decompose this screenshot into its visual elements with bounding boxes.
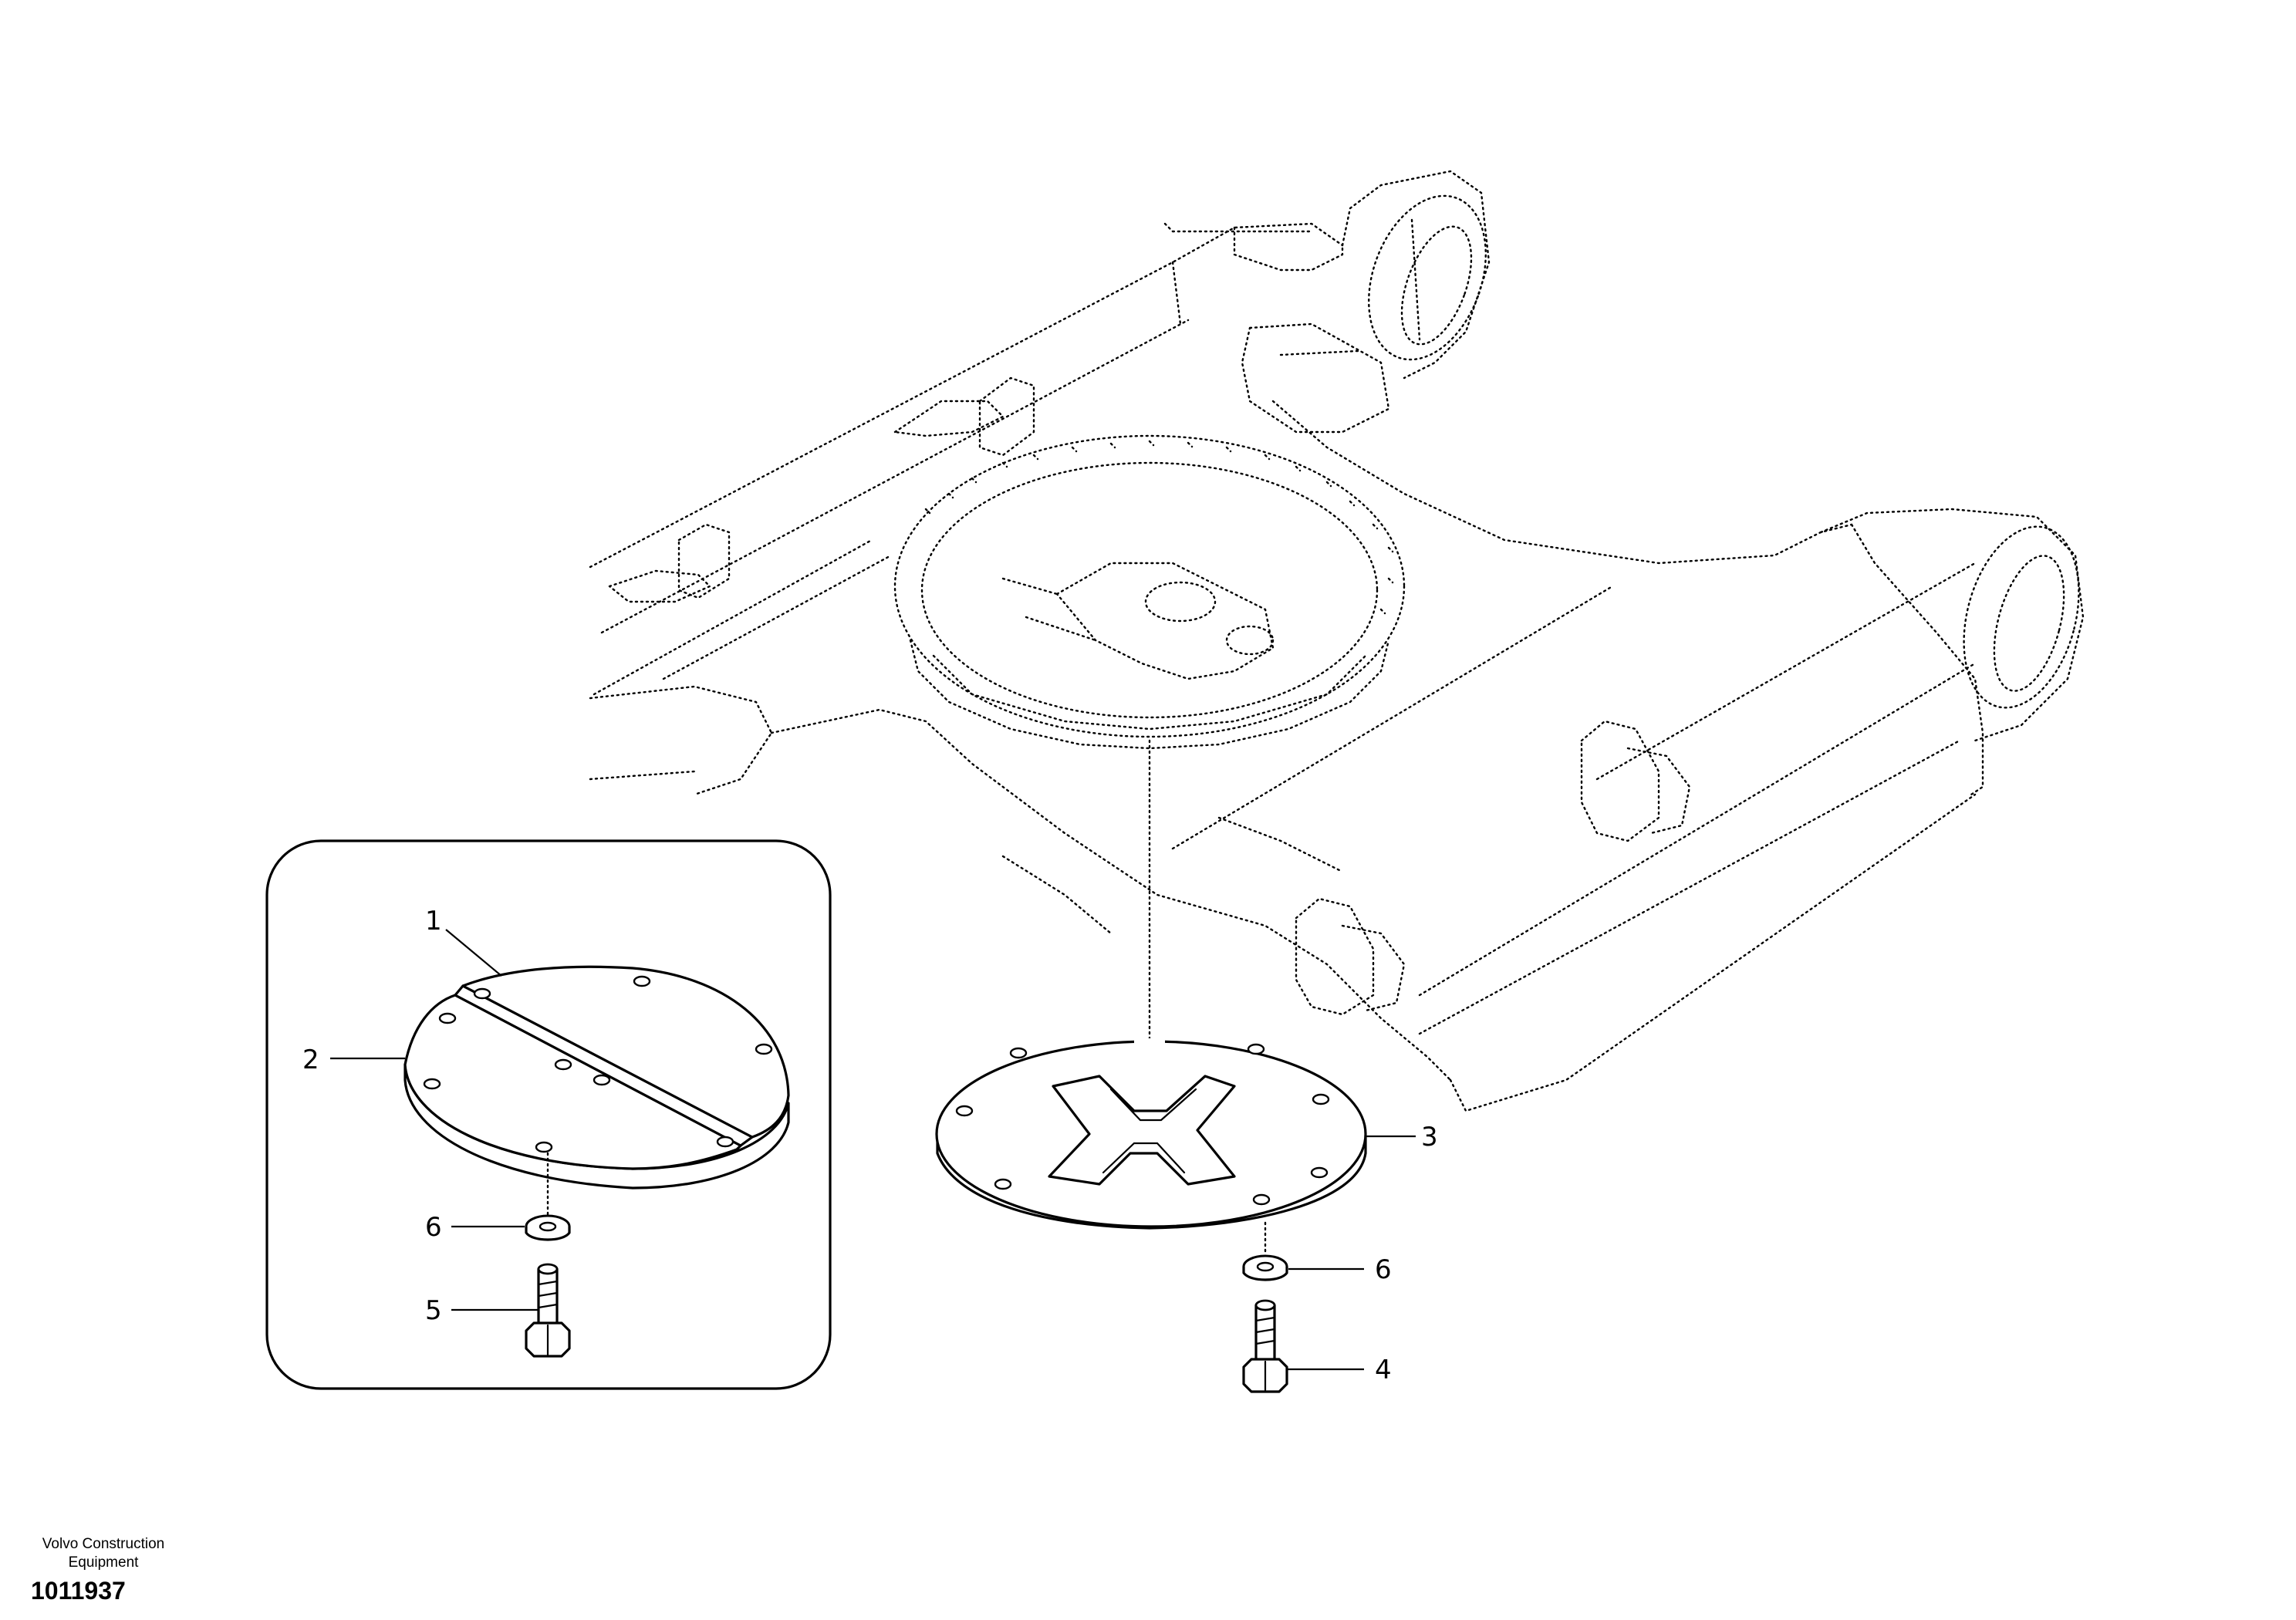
split-cover-plate bbox=[403, 965, 790, 1190]
callout-4: 4 bbox=[1375, 1355, 1392, 1385]
document-number: 1011937 bbox=[31, 1577, 126, 1605]
leader-1 bbox=[445, 929, 502, 977]
washer-inset bbox=[525, 1214, 571, 1241]
bolt-main bbox=[1242, 1299, 1288, 1393]
brand-line-2: Equipment bbox=[68, 1554, 139, 1571]
callout-2: 2 bbox=[302, 1045, 319, 1075]
callout-6-main: 6 bbox=[1375, 1254, 1392, 1285]
cover-plate-x bbox=[935, 1038, 1367, 1230]
bolt-inset bbox=[525, 1263, 571, 1358]
callout-3: 3 bbox=[1421, 1122, 1438, 1153]
callout-5: 5 bbox=[425, 1295, 442, 1326]
undercarriage-frame bbox=[589, 170, 2085, 1112]
swing-ring bbox=[893, 434, 1406, 750]
callout-1: 1 bbox=[425, 906, 442, 937]
brand-line-1: Volvo Construction bbox=[42, 1536, 165, 1552]
callout-6-inset: 6 bbox=[425, 1212, 442, 1243]
brand-label: Volvo Construction Equipment bbox=[11, 1535, 196, 1572]
washer-main bbox=[1242, 1254, 1288, 1281]
inset-panel: 1 2 6 5 bbox=[265, 839, 832, 1390]
